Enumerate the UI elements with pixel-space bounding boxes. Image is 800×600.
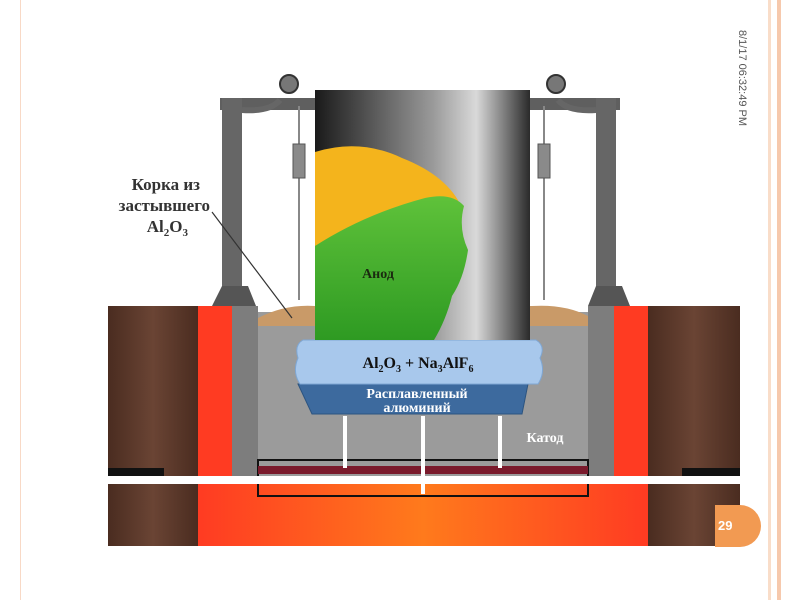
slide-border [20,0,21,600]
electrolyte-formula: Al2O3 + Na3AlF6 [363,355,474,375]
molten-label-line2: алюминий [383,401,450,416]
crust-label-line1: Корка из [132,175,201,194]
frame-foot-left [212,286,256,306]
brick-wall-left [108,306,198,546]
collector-end-left [108,468,164,476]
pulley-left [279,74,299,94]
collector-end-right [682,468,740,476]
current-rod-1 [343,416,347,468]
pulley-right [546,74,566,94]
electrolyte-layer [294,339,544,385]
hot-lining-left [198,306,232,484]
anode-green-zone [315,196,468,340]
frame-foot-right [588,286,630,306]
cathode-label: Катод [527,431,564,446]
crust-pointer-line [211,211,293,319]
page-number: 29 [718,518,733,533]
frame-brace-left [241,97,283,114]
steel-wall-left [232,306,258,484]
accent-stripe-outer [777,0,781,600]
frame-post-right [596,98,616,298]
page-number-badge [715,505,761,547]
crust-formula: Al2O3 [147,217,189,239]
frame-brace-right [555,97,597,114]
hot-lining-right [614,306,648,484]
crust-label-line2: застывшего [119,196,210,215]
accent-stripe-inner [768,0,771,600]
steel-wall-right [588,306,614,484]
hanger-weight-left [292,143,306,179]
hanger-weight-right [537,143,551,179]
frame-post-left [222,98,242,298]
current-rod-2 [421,416,425,494]
current-rod-3 [498,416,502,468]
anode-yellow-zone [315,146,462,246]
anode-label: Анод [362,267,394,282]
molten-label-line1: Расплавленный [366,387,467,402]
